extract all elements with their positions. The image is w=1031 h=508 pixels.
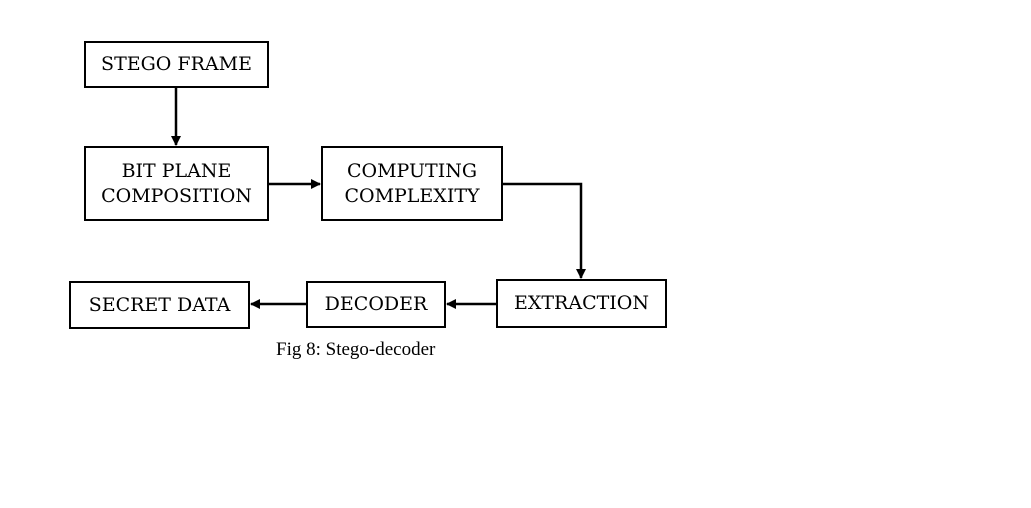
node-bit-plane-composition: BIT PLANE COMPOSITION <box>84 146 269 221</box>
node-computing-complexity-label: COMPUTING COMPLEXITY <box>344 159 480 207</box>
node-secret-data: SECRET DATA <box>69 281 250 329</box>
node-decoder-label: DECODER <box>324 293 428 315</box>
node-computing-complexity: COMPUTING COMPLEXITY <box>321 146 503 221</box>
node-extraction-label: EXTRACTION <box>513 292 649 314</box>
node-stego-frame-label: STEGO FRAME <box>101 53 252 75</box>
node-stego-frame: STEGO FRAME <box>84 41 269 88</box>
node-decoder: DECODER <box>306 281 446 328</box>
figure-caption: Fig 8: Stego-decoder <box>276 339 436 360</box>
node-extraction: EXTRACTION <box>496 279 667 328</box>
node-secret-data-label: SECRET DATA <box>88 293 231 316</box>
arrow-computing-to-extraction <box>503 182 586 279</box>
node-bit-plane-composition-label: BIT PLANE COMPOSITION <box>101 159 252 207</box>
